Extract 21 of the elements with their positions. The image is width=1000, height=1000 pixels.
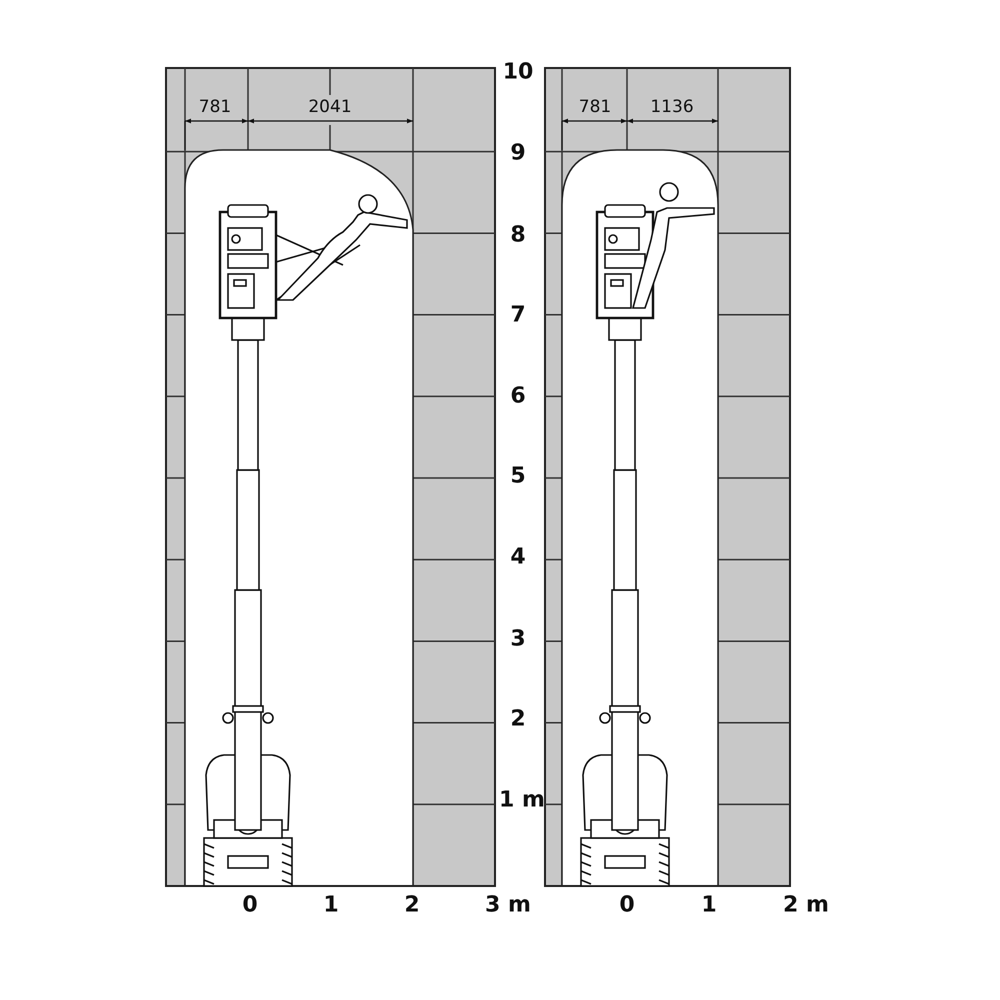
axis-tick-label: 0 [619, 892, 635, 918]
axis-tick-label: 0 [242, 892, 258, 918]
axis-tick-label: 5 [510, 464, 526, 488]
axis-tick-label: 10 [502, 60, 534, 84]
dimension-value: 781 [578, 97, 612, 117]
dimension-value: 1136 [650, 97, 694, 117]
axis-tick-label: 2 [510, 706, 526, 732]
axis-tick-label: 9 [510, 140, 526, 166]
dimension-value: 2041 [308, 97, 352, 117]
axis-tick-label: 8 [510, 222, 526, 248]
axis-tick-label: 1 [701, 892, 717, 918]
axis-tick-label: 7 [510, 302, 526, 328]
axis-tick-label: 2 [404, 892, 420, 918]
axis-tick-label: 1 m [499, 788, 545, 812]
dimension-value: 781 [198, 97, 232, 117]
axis-tick-label: 3 [510, 626, 526, 652]
axis-tick-label: 2 m [783, 892, 829, 918]
axis-tick-label: 4 [510, 544, 526, 570]
axis-tick-label: 3 m [485, 892, 531, 918]
axis-tick-label: 6 [510, 384, 526, 408]
axis-tick-label: 1 [323, 892, 339, 918]
